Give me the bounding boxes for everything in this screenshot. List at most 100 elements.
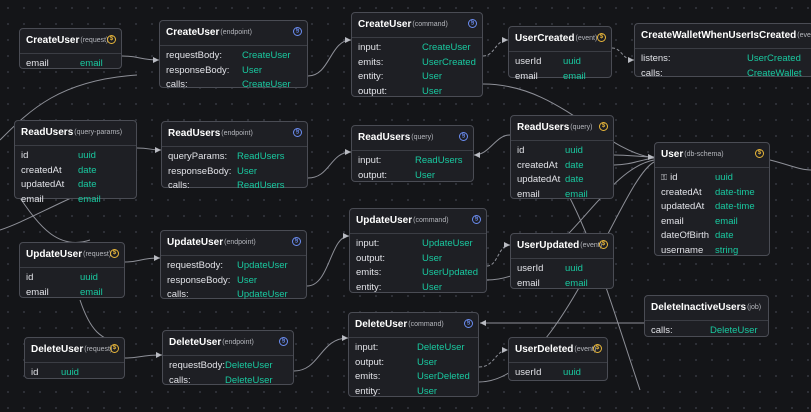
node-title: UserDeleted (515, 344, 574, 355)
node-header[interactable]: DeleteUser(command)§ (349, 313, 478, 338)
edge (478, 349, 509, 368)
field-row: responseBody:User (166, 64, 301, 79)
edge (486, 244, 511, 267)
field-value: email (715, 215, 738, 227)
dollar-icon: $ (599, 240, 608, 249)
node-header[interactable]: CreateWalletWhenUserIsCreated(events (635, 24, 811, 49)
edge (307, 151, 352, 179)
field-row: responseBody:User (168, 165, 301, 180)
field-label: email (21, 193, 44, 205)
node-header[interactable]: ReadUsers(query-params) (15, 121, 136, 146)
edge (306, 235, 350, 287)
node-title: CreateUser (358, 19, 412, 30)
field-value: date-time (715, 186, 755, 198)
delete-user-endpoint-node[interactable]: DeleteUser(endpoint)§ requestBody:DeleteU… (162, 330, 294, 386)
edge (473, 134, 511, 156)
node-header[interactable]: UpdateUser(request)$ (20, 243, 124, 268)
node-title: CreateUser (26, 35, 80, 46)
field-value: CreateUser (242, 79, 291, 90)
create-user-endpoint-node[interactable]: CreateUser(endpoint)§requestBody:CreateU… (159, 20, 308, 90)
field-label: input: (358, 42, 382, 53)
delete-inactive-users-job-node[interactable]: DeleteInactiveUsers(job) calls:DeleteUser (644, 295, 769, 337)
node-title: DeleteUser (355, 319, 408, 330)
field-label: requestBody: (169, 360, 225, 371)
field-row: calls:DeleteUser (169, 374, 287, 389)
field-label: id (517, 145, 525, 156)
node-header[interactable]: CreateUser(command) § (352, 13, 482, 38)
field-row: entity: User (358, 70, 476, 85)
section-icon: § (468, 19, 477, 28)
node-header[interactable]: ReadUsers(query)$ (511, 116, 613, 141)
field-label: calls: (168, 180, 190, 191)
node-header[interactable]: DeleteUser(request)$ (25, 338, 124, 363)
field-row: entity:User (356, 281, 480, 296)
field-value: DeleteUser (710, 325, 758, 336)
field-value: uuid (61, 367, 79, 378)
edge (482, 39, 509, 57)
node-header[interactable]: ReadUsers(endpoint)§ (162, 122, 307, 147)
node-header[interactable]: UserCreated(event)$ (509, 27, 611, 52)
node-kind: (endpoint) (224, 239, 256, 246)
field-label: entity: (358, 71, 384, 82)
field-label: output: (358, 169, 388, 181)
field-value: UserCreated (747, 53, 801, 64)
field-label: userId (515, 56, 542, 67)
field-label: responseBody: (167, 274, 231, 286)
field-value: DeleteUser (417, 342, 465, 353)
field-value: uuid (715, 172, 733, 183)
field-value: User (422, 71, 443, 82)
node-header[interactable]: CreateUser(endpoint)§ (160, 21, 307, 46)
field-label: input: (356, 238, 380, 249)
field-value: CreateUser (422, 42, 471, 53)
field-row: requestBody:DeleteUser (169, 359, 287, 374)
update-user-endpoint-node[interactable]: UpdateUser(endpoint)§ requestBody: UpdateU… (160, 230, 307, 300)
field-label: ⚿id (661, 171, 678, 186)
field-value: ReadUsers (237, 151, 285, 162)
field-value: DeleteUser (225, 360, 273, 371)
node-header[interactable]: UpdateUser(endpoint)§ (161, 231, 306, 256)
field-label: email (517, 188, 540, 200)
node-kind: (query) (570, 124, 593, 131)
node-header[interactable]: User(db-schema)$ (655, 143, 769, 168)
field-row: calls:DeleteUser (651, 324, 762, 339)
node-header[interactable]: UpdateUser(command)§ (350, 209, 486, 234)
field-value: User (422, 85, 443, 97)
field-value: User (237, 165, 258, 177)
field-value: UpdateUser (237, 289, 288, 300)
node-title: User (661, 149, 684, 160)
node-header[interactable]: CreateUser(request)$ (20, 29, 121, 54)
node-header[interactable]: DeleteInactiveUsers(job) (645, 296, 768, 321)
node-header[interactable]: ReadUsers(query)§ (352, 126, 473, 151)
read-users-endpoint-node[interactable]: ReadUsers(endpoint)§queryParams:ReadUser… (161, 121, 308, 191)
node-header[interactable]: UserUpdated(event)$ (511, 234, 613, 259)
node-title: DeleteInactiveUsers (651, 302, 747, 313)
field-value: User (422, 252, 443, 264)
create-wallet-policy-node[interactable]: CreateWalletWhenUserIsCreated(eventslist… (634, 23, 811, 79)
field-label: output: (358, 85, 388, 97)
node-kind: (command) (412, 21, 448, 28)
node-kind: (endpoint) (222, 339, 254, 346)
dollar-icon: $ (593, 344, 602, 353)
node-header[interactable]: UserDeleted(event)$ (509, 338, 607, 363)
node-header[interactable]: DeleteUser(endpoint)§ (163, 331, 293, 356)
field-label: requestBody: (167, 260, 223, 271)
